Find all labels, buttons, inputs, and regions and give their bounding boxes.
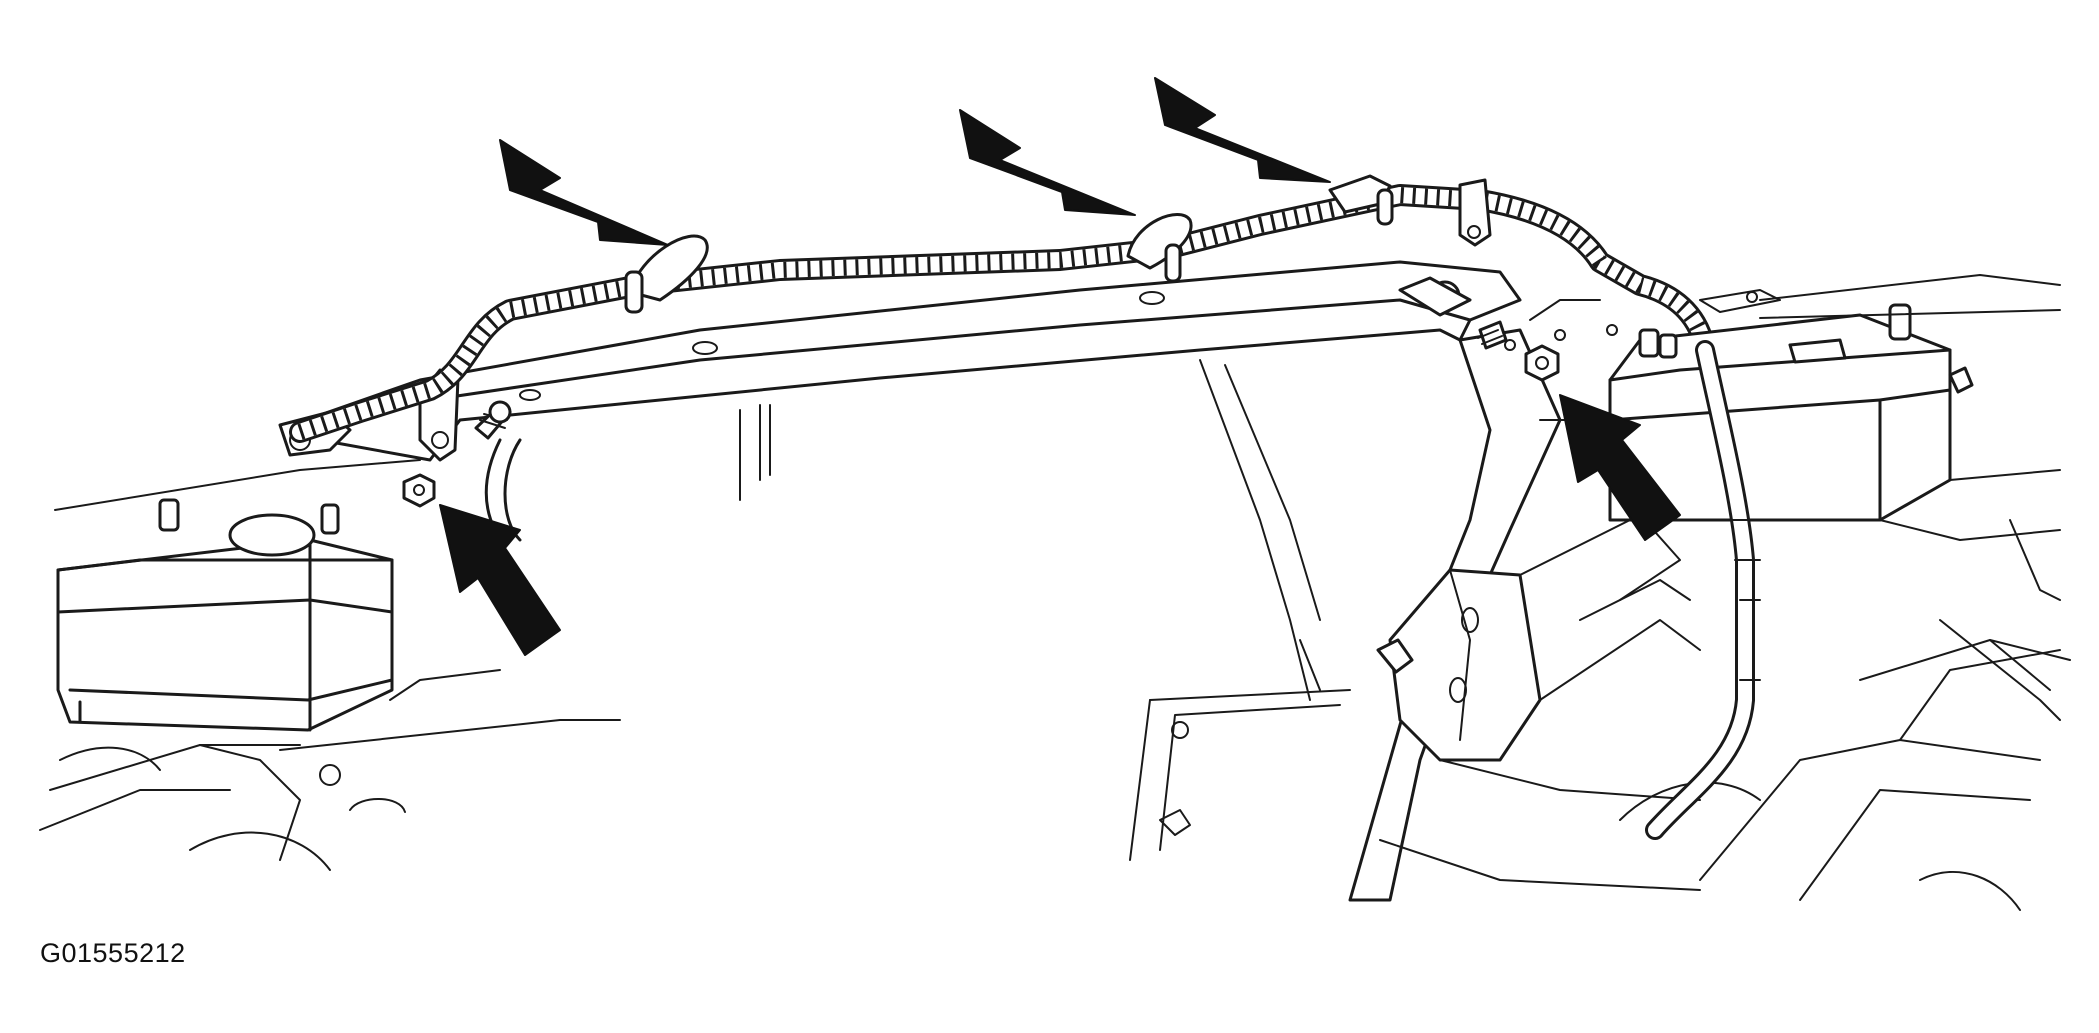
- arrow-left-nut: [439, 504, 561, 656]
- left-fender-area: [39, 459, 621, 871]
- arrow-right-nut: [1559, 394, 1681, 541]
- arrow-left-clip: [499, 139, 669, 246]
- right-side-structure: [1129, 328, 2071, 911]
- callout-arrows: [439, 77, 1681, 656]
- right-harness-lead: [1645, 340, 1761, 840]
- radiator-support-crossmember: [283, 260, 1522, 542]
- arrow-middle-clip: [959, 109, 1136, 216]
- wiring-harness: [289, 174, 1716, 443]
- figure-id-label: G01555212: [40, 938, 186, 968]
- left-battery: [56, 498, 394, 732]
- right-battery: [1608, 289, 1974, 522]
- right-fender-area: [1477, 274, 2061, 601]
- arrow-right-clip: [1154, 77, 1331, 183]
